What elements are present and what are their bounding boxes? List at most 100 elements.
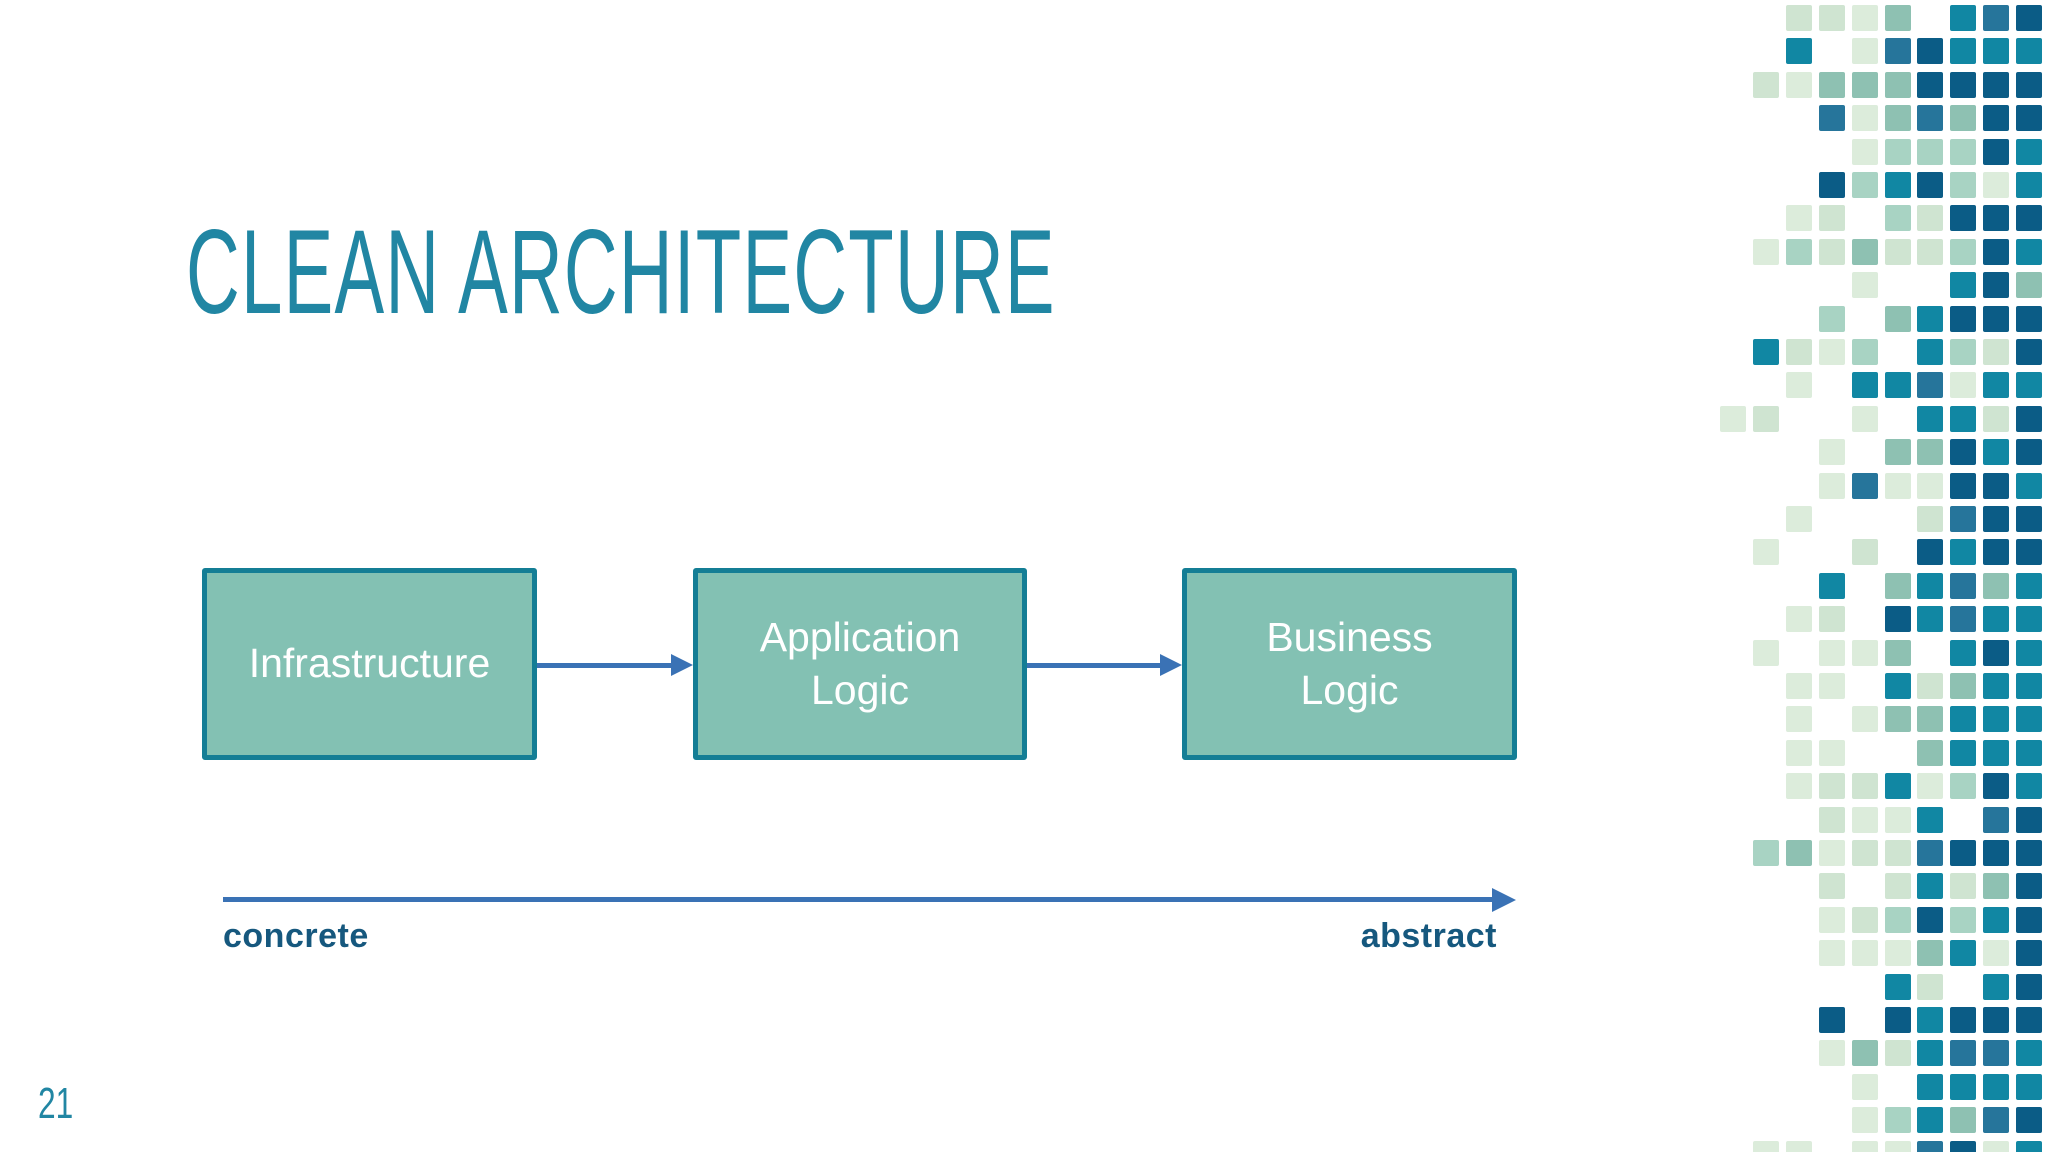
mosaic-tile — [1884, 973, 1911, 1000]
mosaic-tile — [2016, 873, 2043, 900]
mosaic-tile — [2016, 639, 2043, 666]
connector-arrow-line — [1027, 663, 1161, 668]
mosaic-tile — [1785, 739, 1812, 766]
mosaic-tile — [1884, 172, 1911, 198]
mosaic-tile — [2016, 439, 2043, 466]
mosaic-tile — [1851, 138, 1878, 165]
mosaic-tile — [1917, 71, 1944, 98]
mosaic-tile — [1917, 1007, 1944, 1033]
mosaic-tile — [1851, 639, 1878, 666]
mosaic-tile — [1950, 205, 1977, 232]
mosaic-tile — [1818, 339, 1845, 365]
mosaic-tile — [1917, 739, 1944, 766]
mosaic-tile — [2016, 1140, 2043, 1152]
mosaic-tile — [2016, 606, 2043, 633]
mosaic-tile — [1950, 38, 1977, 65]
mosaic-tile — [1785, 205, 1812, 232]
mosaic-tile — [1950, 1107, 1977, 1134]
mosaic-tile — [1851, 773, 1878, 800]
mosaic-tile — [2016, 1007, 2043, 1033]
diagram-box-label: Business — [1266, 613, 1433, 660]
mosaic-tile — [1884, 773, 1911, 800]
mosaic-tile — [1950, 71, 1977, 98]
mosaic-tile — [1884, 706, 1911, 733]
mosaic-tile — [1983, 38, 2010, 65]
mosaic-tile — [1785, 372, 1812, 399]
mosaic-tile — [1950, 673, 1977, 699]
mosaic-tile — [1884, 472, 1911, 499]
mosaic-tile — [2016, 840, 2043, 866]
mosaic-tile — [1851, 706, 1878, 733]
mosaic-tile — [1983, 105, 2010, 132]
mosaic-tile — [1785, 506, 1812, 532]
diagram-box-label: Application — [759, 613, 961, 660]
mosaic-tile — [1720, 405, 1746, 432]
mosaic-tile — [2016, 1107, 2043, 1134]
mosaic-tile — [1983, 439, 2010, 466]
mosaic-tile — [1917, 472, 1944, 499]
mosaic-tile — [1983, 973, 2010, 1000]
mosaic-tile — [1884, 1007, 1911, 1033]
mosaic-tile — [1884, 71, 1911, 98]
mosaic-tile — [1785, 1140, 1812, 1152]
mosaic-tile — [1818, 238, 1845, 265]
mosaic-tile — [1785, 238, 1812, 265]
mosaic-tile — [1818, 773, 1845, 800]
mosaic-tile — [1950, 305, 1977, 332]
mosaic-tile — [1917, 773, 1944, 800]
mosaic-tile — [1917, 1107, 1944, 1134]
mosaic-tile — [1950, 439, 1977, 466]
mosaic-tile — [1818, 439, 1845, 466]
mosaic-tile — [1983, 1073, 2010, 1100]
mosaic-tile — [1950, 873, 1977, 900]
mosaic-tile — [1851, 105, 1878, 132]
mosaic-tile — [1950, 539, 1977, 566]
mosaic-tile — [1851, 172, 1878, 198]
mosaic-tile — [1884, 940, 1911, 967]
mosaic-tile — [1983, 405, 2010, 432]
mosaic-tile — [1884, 305, 1911, 332]
mosaic-tile — [2016, 205, 2043, 232]
mosaic-tile — [1851, 906, 1878, 933]
mosaic-tile — [1950, 372, 1977, 399]
mosaic-tile — [1950, 1040, 1977, 1067]
mosaic-tile — [2016, 339, 2043, 365]
mosaic-tile — [1884, 205, 1911, 232]
axis-arrow-line — [223, 897, 1493, 902]
mosaic-tile — [1884, 639, 1911, 666]
mosaic-tile — [1983, 138, 2010, 165]
mosaic-tile — [1851, 38, 1878, 65]
mosaic-tile — [1917, 706, 1944, 733]
mosaic-tile — [1983, 873, 2010, 900]
mosaic-tile — [1752, 539, 1779, 566]
mosaic-tile — [1917, 1073, 1944, 1100]
mosaic-tile — [2016, 238, 2043, 265]
mosaic-tile — [1950, 238, 1977, 265]
mosaic-tile — [1818, 305, 1845, 332]
mosaic-tile — [1752, 1140, 1779, 1152]
mosaic-tile — [1752, 405, 1779, 432]
mosaic-tile — [1917, 38, 1944, 65]
mosaic-tile — [2016, 105, 2043, 132]
mosaic-tile — [1884, 572, 1911, 599]
mosaic-tile — [1851, 71, 1878, 98]
axis-label-concrete: concrete — [223, 917, 369, 955]
mosaic-tile — [1917, 305, 1944, 332]
mosaic-tile — [1983, 639, 2010, 666]
mosaic-tile — [1752, 840, 1779, 866]
mosaic-tile — [1818, 71, 1845, 98]
mosaic-tile — [1983, 172, 2010, 198]
mosaic-tile — [1917, 906, 1944, 933]
mosaic-tile — [1818, 873, 1845, 900]
mosaic-tile — [1950, 1140, 1977, 1152]
mosaic-tile — [1818, 1007, 1845, 1033]
mosaic-tile — [1752, 238, 1779, 265]
diagram-box-infrastructure: Infrastructure — [202, 568, 537, 760]
mosaic-tile — [1818, 172, 1845, 198]
mosaic-tile — [2016, 940, 2043, 967]
mosaic-tile — [2016, 38, 2043, 65]
mosaic-tile — [1851, 539, 1878, 566]
mosaic-tile — [1983, 739, 2010, 766]
mosaic-tile — [1785, 840, 1812, 866]
